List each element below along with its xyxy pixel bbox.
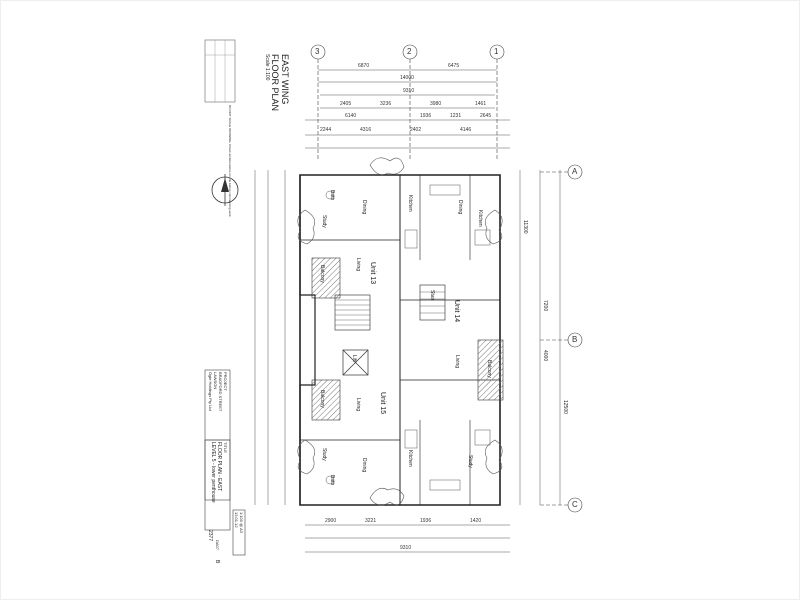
dim-right-2: 7200 (542, 300, 548, 312)
dim-top-5b: 1936 (420, 113, 432, 119)
stair-icon (334, 284, 446, 331)
top-grid-lines (310, 44, 505, 160)
room-living-15: Living (355, 398, 361, 412)
right-dimension-lines (519, 170, 561, 505)
tb-project: BRADFORD STREET (218, 372, 223, 412)
title-block-drawing: TITLE FLOOR PLAN - EAST LEVEL 5 - lower … (210, 442, 228, 503)
bottom-dimension-lines (305, 524, 510, 553)
tb-job: 2377 (207, 530, 213, 542)
room-study-13: Study (321, 215, 327, 228)
room-dining-14: Dining (457, 200, 463, 215)
grid-label-1: 1 (494, 47, 499, 56)
notes-block (204, 39, 236, 103)
grid-label-a: A (572, 167, 578, 176)
dim-right-3: 4000 (542, 350, 548, 362)
dim-bottom-5: 9310 (400, 545, 412, 551)
plan-title-line1: EAST WING (280, 54, 290, 105)
room-balcony-14: Balcony (486, 360, 492, 378)
grid-label-2: 2 (407, 47, 412, 56)
tb-drawing-label: TITLE (223, 442, 228, 453)
right-grid-lines (540, 164, 583, 513)
dim-bottom-4: 1420 (470, 518, 482, 524)
top-dimension-lines (305, 69, 510, 149)
lift-icon (342, 349, 369, 376)
dim-top-6d: 4146 (460, 127, 472, 133)
dim-top-6c: 2402 (410, 127, 422, 133)
room-balcony-15: Balcony (319, 390, 325, 408)
title-block-project: PROJECT BRADFORD STREET LAWSON Ogie Hold… (208, 372, 228, 411)
dim-bottom-1: 2900 (325, 518, 337, 524)
title-block-meta: 1:100 @ A3 13.01.12 (234, 512, 244, 533)
kitchen-fixtures (325, 184, 491, 491)
room-kitchen-13: Kitchen (407, 195, 413, 212)
tb-scale: 1:100 @ A3 (239, 512, 244, 533)
left-dimension-lines (254, 170, 286, 505)
tb-revision: B (214, 560, 220, 564)
dim-top-2: 14000 (400, 75, 414, 81)
dim-top-6a: 2244 (320, 127, 332, 133)
room-living-13: Living (355, 258, 361, 272)
tb-sheet: DA07 (215, 540, 220, 551)
grid-label-b: B (572, 335, 578, 344)
title-block (204, 369, 246, 556)
room-living-14: Living (454, 355, 460, 369)
grid-label-c: C (572, 500, 578, 509)
tb-client: Ogie Holdings Pty Ltd (208, 372, 213, 411)
room-balcony-13: Balcony (319, 265, 325, 283)
dim-top-1a: 6870 (358, 63, 370, 69)
room-dining-15: Dining (361, 458, 367, 473)
room-lift: Lift (351, 355, 357, 362)
room-bath-15: Bath (329, 475, 335, 486)
room-study-14: Study (467, 455, 473, 468)
room-dining-13: Dining (361, 200, 367, 215)
dim-top-4c: 3980 (430, 101, 442, 107)
dim-bottom-3: 1936 (420, 518, 432, 524)
room-stair: Stair (429, 290, 435, 301)
room-study-15: Study (321, 448, 327, 461)
dim-top-5d: 2645 (480, 113, 492, 119)
plan-title: EAST WING FLOOR PLAN Scale 1:100 (264, 54, 290, 111)
dim-top-5c: 1231 (450, 113, 462, 119)
dim-top-1b: 6475 (448, 63, 460, 69)
room-bath-13: Bath (329, 190, 335, 201)
room-kitchen-14: Kitchen (477, 210, 483, 227)
tree-icons (297, 157, 503, 506)
plan-title-line2: FLOOR PLAN (270, 54, 280, 112)
room-kitchen-15: Kitchen (407, 450, 413, 467)
dim-top-4b: 3236 (380, 101, 392, 107)
unit-14-label: Unit 14 (453, 300, 460, 323)
grid-label-3: 3 (315, 47, 320, 56)
dim-top-4d: 1461 (475, 101, 487, 107)
tb-drawing-title2: LEVEL 5 - lower penthouse (210, 442, 216, 503)
dim-top-6b: 4316 (360, 127, 372, 133)
dim-bottom-2: 3221 (365, 518, 377, 524)
unit-13-label: Unit 13 (369, 262, 376, 285)
dim-right-1: 11300 (522, 220, 528, 234)
drawing-notes: DO NOT SCALE DRAWING. Check all dimensio… (228, 105, 232, 218)
north-arrow-icon (211, 174, 239, 206)
dim-top-5a: 6140 (345, 113, 357, 119)
tb-project-label: PROJECT (223, 372, 228, 391)
balcony-hatching (311, 257, 504, 421)
dim-top-4a: 2405 (340, 101, 352, 107)
tb-drawing-title: FLOOR PLAN - EAST (216, 442, 222, 492)
unit-15-label: Unit 15 (379, 392, 386, 415)
dim-right-4: 12500 (562, 400, 568, 414)
dim-top-3: 9310 (403, 88, 415, 94)
